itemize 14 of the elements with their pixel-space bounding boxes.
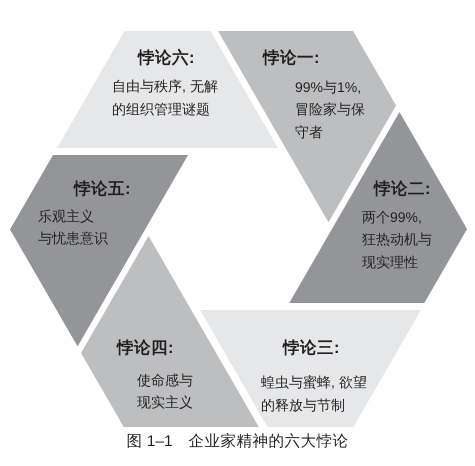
segment-title: 悖论四:	[116, 338, 174, 358]
segment-text: 蝗虫与蜜蜂, 欲望的释放与节制	[261, 373, 368, 414]
segment-title: 悖论二:	[374, 178, 430, 199]
segment-title: 悖论一:	[262, 48, 320, 68]
segment-text: 乐观主义与忧患意识	[38, 206, 109, 248]
segment-text: 99%与1%,冒险家与保守者	[294, 78, 366, 142]
hexagon-segment	[200, 310, 420, 427]
segment-title: 悖论六:	[138, 48, 194, 68]
segment-text: 使命感与现实主义	[136, 370, 194, 412]
segment-title: 悖论三:	[283, 338, 340, 358]
segment-text: 两个99%,狂热动机与现实理性	[362, 208, 433, 272]
segment-title: 悖论五:	[74, 178, 130, 199]
segment-text: 自由与秩序, 无解的组织管理谜题	[112, 77, 219, 118]
figure-caption: 图 1–1 企业家精神的六大悖论	[126, 432, 349, 452]
